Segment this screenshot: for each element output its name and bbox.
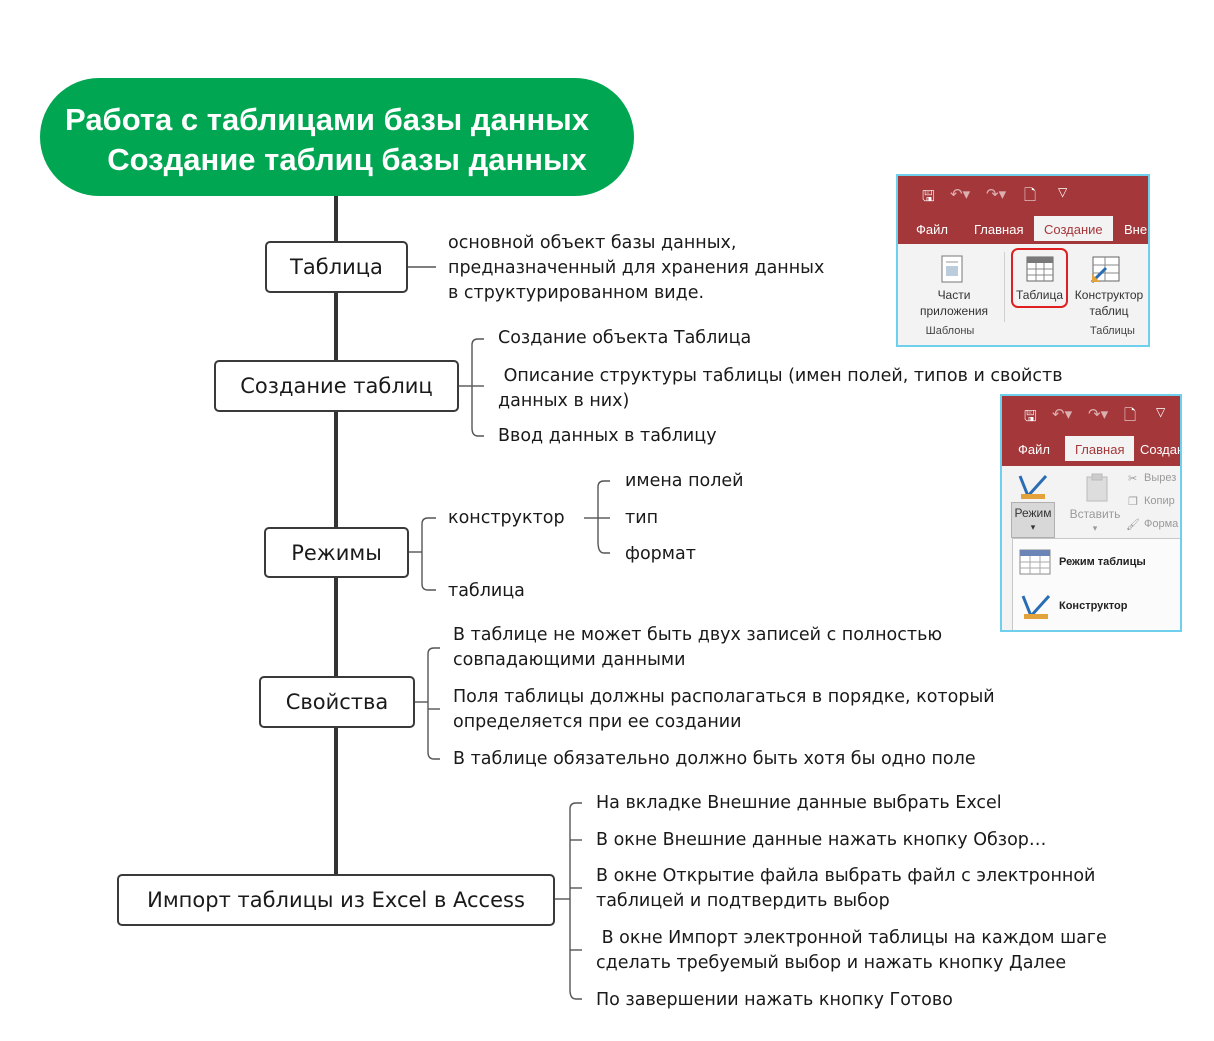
constructor-label: Конструктор <box>1074 288 1144 302</box>
group-templates-label: Шаблоны <box>925 325 975 337</box>
table-desc-line: в структурированном виде. <box>448 283 705 303</box>
constructor-item: имена полей <box>625 471 744 491</box>
cut-button[interactable]: Вырез <box>1144 472 1177 484</box>
property-item: В таблице не может быть двух записей с п… <box>453 625 943 645</box>
datasheet-view-icon <box>1019 549 1051 575</box>
paste-button[interactable]: Вставить <box>1069 507 1121 521</box>
creation-item: Ввод данных в таблицу <box>498 426 717 446</box>
table-button-highlight[interactable] <box>1011 248 1068 308</box>
customize-icon[interactable]: ▽ <box>1156 405 1166 419</box>
tab-external[interactable]: Вне <box>1124 222 1148 237</box>
tab-file[interactable]: Файл <box>1018 442 1050 457</box>
creation-item: данных в них) <box>498 391 630 411</box>
paste-icon <box>1086 473 1108 502</box>
title-line-2: Создание таблиц базы данных <box>107 142 587 177</box>
import-item: На вкладке Внешние данные выбрать Excel <box>596 793 1002 813</box>
tab-file[interactable]: Файл <box>916 222 948 237</box>
redo-icon[interactable]: ↷▾ <box>1088 406 1109 423</box>
app-parts-icon <box>941 255 963 283</box>
view-mode-label: Режим <box>1014 506 1052 520</box>
import-item: сделать требуемый выбор и нажать кнопку … <box>596 953 1067 973</box>
property-item: В таблице обязательно должно быть хотя б… <box>453 749 976 769</box>
chevron-down-icon: ▾ <box>1030 522 1036 532</box>
table-desc-line: предназначенный для хранения данных <box>448 258 825 278</box>
customize-icon[interactable]: ▽ <box>1058 185 1068 199</box>
new-file-icon[interactable]: 🗋 <box>1024 187 1037 204</box>
menu-constructor-label: Конструктор <box>1059 600 1128 612</box>
node-import: Импорт таблицы из Excel в Access <box>117 874 555 926</box>
node-table: Таблица <box>265 241 408 293</box>
property-item: определяется при ее создании <box>453 712 742 732</box>
menu-item-constructor[interactable]: Конструктор <box>1013 587 1180 625</box>
table-constructor-button[interactable]: Конструктор таблиц <box>1068 287 1148 319</box>
table-desc-line: основной объект базы данных, <box>448 233 737 253</box>
app-parts-label: приложения <box>919 304 989 318</box>
cut-icon: ✂ <box>1128 473 1138 485</box>
property-item: совпадающими данными <box>453 650 686 670</box>
view-mode-icon <box>1018 474 1048 499</box>
save-icon[interactable]: 🖫 <box>1024 408 1037 425</box>
property-item: Поля таблицы должны располагаться в поря… <box>453 687 995 707</box>
node-creation: Создание таблиц <box>214 360 459 412</box>
app-parts-button[interactable]: Части приложения <box>902 287 1006 319</box>
import-item: По завершении нажать кнопку Готово <box>596 990 953 1010</box>
import-item: В окне Открытие файла выбрать файл с эле… <box>596 866 1096 886</box>
import-item: В окне Импорт электронной таблицы на каж… <box>596 928 1107 948</box>
title-line-1: Работа с таблицами базы данных <box>65 102 589 137</box>
title-banner: Работа с таблицами базы данных Создание … <box>40 78 634 196</box>
table-button-label: Таблица <box>1015 288 1064 302</box>
menu-item-table-mode[interactable]: Режим таблицы <box>1013 543 1180 581</box>
creation-item: Создание объекта Таблица <box>498 328 752 348</box>
table-description: основной объект базы данных, предназначе… <box>448 231 824 306</box>
tab-create[interactable]: Создание <box>1034 216 1113 241</box>
tab-home[interactable]: Главная <box>1065 436 1135 461</box>
new-file-icon[interactable]: 🗋 <box>1124 407 1137 424</box>
table-constructor-icon <box>1090 256 1120 284</box>
view-mode-button[interactable]: Режим ▾ <box>1011 502 1055 538</box>
app-parts-label: Части <box>937 288 971 302</box>
ribbon-home-screenshot: 🖫 ↶▾ ↷▾ 🗋 ▽ Файл Главная Создан Режим ▾ … <box>1000 394 1182 632</box>
format-painter-icon: 🖌 <box>1126 519 1140 531</box>
table-icon <box>1026 256 1054 282</box>
ribbon-create-screenshot: 🖫 ↶▾ ↷▾ 🗋 ▽ Файл Главная Создание Вне Ча… <box>896 174 1150 347</box>
format-painter-button[interactable]: Форма <box>1144 518 1179 530</box>
tab-create[interactable]: Создан <box>1140 442 1182 457</box>
menu-table-mode-label: Режим таблицы <box>1059 556 1146 568</box>
undo-icon[interactable]: ↶▾ <box>950 186 971 203</box>
mode-constructor: конструктор <box>448 508 565 528</box>
mode-table: таблица <box>448 581 525 601</box>
save-icon[interactable]: 🖫 <box>922 188 935 205</box>
import-item: В окне Внешние данные нажать кнопку Обзо… <box>596 830 1047 850</box>
node-modes: Режимы <box>264 527 409 578</box>
view-mode-menu: Режим таблицы Конструктор <box>1012 538 1180 630</box>
node-properties: Свойства <box>259 676 415 728</box>
creation-item: Описание структуры таблицы (имен полей, … <box>498 366 1063 386</box>
constructor-item: тип <box>625 508 659 528</box>
copy-icon: ❐ <box>1128 496 1138 508</box>
design-view-icon <box>1021 594 1051 619</box>
constructor-label: таблиц <box>1089 304 1129 318</box>
redo-icon[interactable]: ↷▾ <box>986 186 1007 203</box>
tab-home[interactable]: Главная <box>974 222 1024 237</box>
copy-button[interactable]: Копир <box>1144 495 1175 507</box>
undo-icon[interactable]: ↶▾ <box>1052 406 1073 423</box>
group-tables-label: Таблицы <box>1090 325 1135 337</box>
chevron-down-icon: ▾ <box>1092 523 1098 533</box>
import-item: таблицей и подтвердить выбор <box>596 891 890 911</box>
constructor-item: формат <box>625 544 696 564</box>
group-divider <box>1004 252 1005 322</box>
